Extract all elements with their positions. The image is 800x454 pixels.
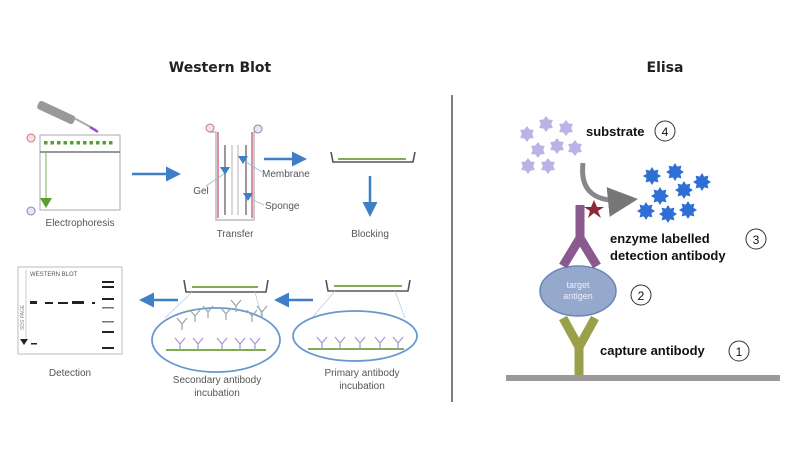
elisa-diagram: target antigen substrate 4 enzyme labell… <box>506 116 780 381</box>
antibody-icon <box>220 307 232 320</box>
well <box>76 141 80 145</box>
step-number-1 <box>728 340 750 362</box>
well <box>63 141 67 145</box>
molecule-icon <box>693 173 711 191</box>
elisa-title: Elisa <box>647 60 684 76</box>
antigen-label-line1: target <box>566 280 590 290</box>
secondary-antibody-step: Secondary antibody incubation <box>151 279 281 399</box>
blot-header: WESTERN BLOT <box>30 272 78 278</box>
antibody-icon <box>246 309 258 322</box>
step-number-2 <box>630 284 652 306</box>
blocking-step: Blocking <box>330 151 416 240</box>
secondary-label-line1: Secondary antibody <box>173 375 261 386</box>
well <box>57 141 61 145</box>
primary-label-line2: incubation <box>339 381 385 392</box>
electrophoresis-label: Electrophoresis <box>46 218 115 229</box>
plus-icon <box>26 206 36 216</box>
well <box>96 141 100 145</box>
product-molecules <box>637 163 711 223</box>
target-antigen <box>539 265 617 317</box>
transfer-step: Gel Membrane Sponge Transfer <box>193 123 310 240</box>
transfer-label: Transfer <box>217 229 255 240</box>
enzyme-label-line1: enzyme labelled <box>610 231 710 246</box>
molecule-icon <box>550 138 564 154</box>
antibody-icon <box>256 305 268 318</box>
blot-image <box>17 266 123 355</box>
svg-text:1: 1 <box>736 345 743 359</box>
detection-label: Detection <box>49 368 91 379</box>
blot-side-label: SDS PAGE <box>20 304 26 330</box>
step-number-3 <box>745 228 767 250</box>
antigen-label-line2: antigen <box>563 291 593 301</box>
molecule-icon <box>531 142 545 158</box>
well <box>83 141 87 145</box>
molecule-icon <box>637 202 655 220</box>
molecule-icon <box>659 205 677 223</box>
antibody-icon <box>234 337 246 350</box>
svg-text:4: 4 <box>662 125 669 139</box>
detection-antibody-icon <box>559 205 601 269</box>
capture-label: capture antibody <box>600 343 706 358</box>
enzyme-star-icon <box>584 200 604 218</box>
capture-antibody-icon <box>559 315 599 375</box>
minus-icon <box>26 133 36 143</box>
western-blot-title: Western Blot <box>169 60 272 76</box>
down-triangle-icon <box>40 198 52 208</box>
molecule-icon <box>568 140 582 156</box>
antibody-icon <box>202 305 214 318</box>
antibody-icon <box>249 337 261 350</box>
antibody-icon <box>230 299 242 312</box>
molecule-icon <box>520 126 534 142</box>
molecule-icon <box>539 116 553 132</box>
molecule-icon <box>679 201 697 219</box>
sponge-label: Sponge <box>265 201 300 212</box>
well <box>89 141 93 145</box>
enzyme-label-line2: detection antibody <box>610 248 726 263</box>
molecule-icon <box>643 167 661 185</box>
secondary-label-line2: incubation <box>194 388 240 399</box>
antibody-icon <box>189 309 201 322</box>
antibody-icon <box>334 336 346 349</box>
gel-box <box>39 134 121 211</box>
antibody-icon <box>316 336 328 349</box>
antibody-icon <box>192 337 204 350</box>
svg-text:3: 3 <box>753 233 760 247</box>
well <box>102 141 106 145</box>
molecule-icon <box>521 158 535 174</box>
gel-label: Gel <box>193 186 209 197</box>
well <box>70 141 74 145</box>
plate-surface <box>506 375 780 381</box>
primary-antibody-step: Primary antibody incubation <box>292 279 418 392</box>
antibody-icon <box>174 337 186 350</box>
reaction-arrow-icon <box>580 162 638 217</box>
blocking-label: Blocking <box>351 229 389 240</box>
electrophoresis-step: Electrophoresis <box>26 100 121 229</box>
primary-label-line1: Primary antibody <box>324 368 399 379</box>
well <box>109 141 113 145</box>
substrate-label: substrate <box>586 124 645 139</box>
molecule-icon <box>651 187 669 205</box>
pipette-icon <box>37 100 99 134</box>
well <box>50 141 54 145</box>
step-number-4 <box>654 120 676 142</box>
molecule-icon <box>675 181 693 199</box>
antibody-icon <box>392 336 404 349</box>
well <box>44 141 48 145</box>
antibody-icon <box>216 337 228 350</box>
antibody-icon <box>354 336 366 349</box>
molecule-icon <box>559 120 573 136</box>
membrane-label: Membrane <box>262 169 310 180</box>
antibody-icon <box>176 317 188 330</box>
molecule-icon <box>541 158 555 174</box>
antibody-icon <box>374 336 386 349</box>
substrate-molecules <box>520 116 582 174</box>
svg-text:2: 2 <box>638 289 645 303</box>
molecule-icon <box>666 163 684 181</box>
detection-step: WESTERN BLOT SDS PAGE Detection <box>17 266 123 379</box>
